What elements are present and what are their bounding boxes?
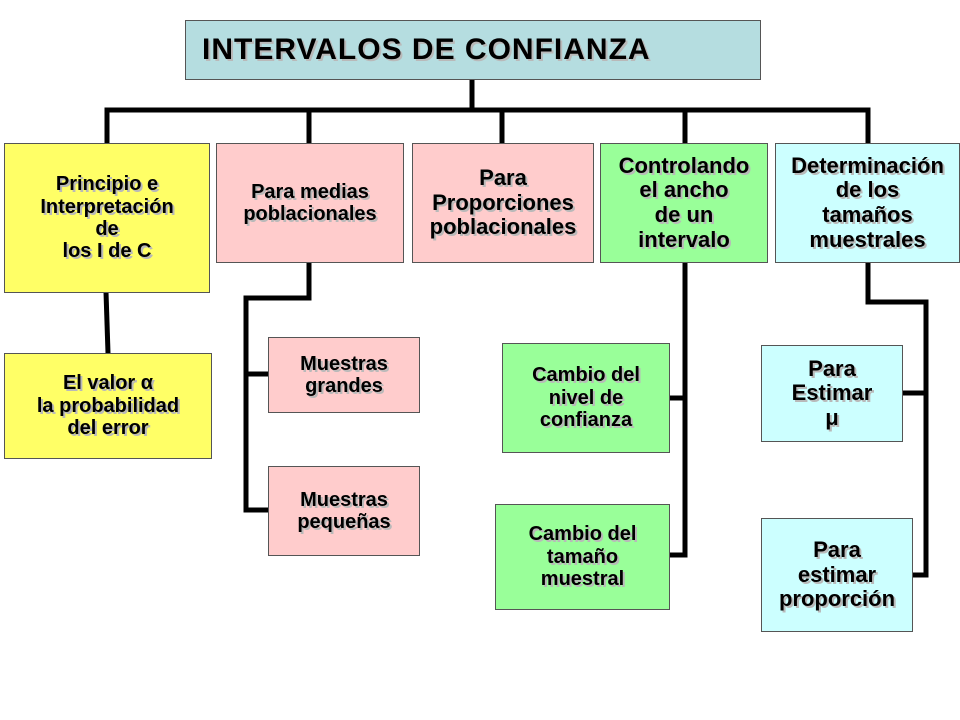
node-cambio-tamano-muestral: Cambio del tamaño muestral [495,504,670,610]
node-medias-poblacionales: Para medias poblacionales [216,143,404,263]
connector-controlando-branch [667,260,688,558]
node-principio-interpretacion: Principio e Interpretación de los I de C [4,143,210,293]
node-proporciones-poblacionales: Para Proporciones poblacionales [412,143,594,263]
node-muestras-pequenas: Muestras pequeñas [268,466,420,556]
connector-medias-branch [243,260,312,513]
connector-determinacion-branch [865,260,929,578]
page-title: INTERVALOS DE CONFIANZA [185,20,761,80]
node-muestras-grandes: Muestras grandes [268,337,420,413]
node-valor-alfa: El valor α la probabilidad del error [4,353,212,459]
connector-principio-alfa [103,289,111,356]
node-estimar-proporcion: Para estimar proporción [761,518,913,632]
node-cambio-nivel-confianza: Cambio del nivel de confianza [502,343,670,453]
node-determinacion-tamanos: Determinación de los tamaños muestrales [775,143,960,263]
node-controlando-ancho: Controlando el ancho de un intervalo [600,143,768,263]
node-estimar-mu: Para Estimar μ [761,345,903,442]
